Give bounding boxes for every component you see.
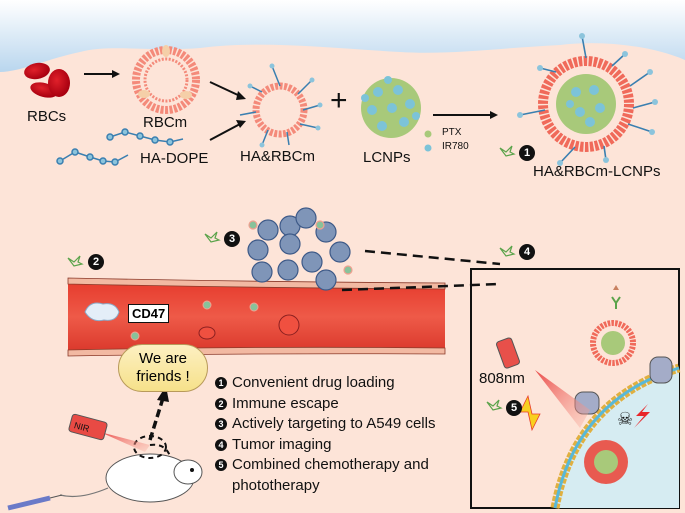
ha-dope-label: HA-DOPE xyxy=(140,150,209,167)
dove-icon xyxy=(67,145,516,411)
plus-sign: + xyxy=(330,84,348,117)
mouse-icon xyxy=(59,435,203,503)
nir-laser-icon xyxy=(496,337,520,369)
arrow-icon xyxy=(148,386,169,441)
feature-item-continued: phototherapy xyxy=(232,476,320,494)
rbcm-vesicle-icon xyxy=(132,45,200,114)
product-label: HA&RBCm-LCNPs xyxy=(533,163,661,180)
rbcs-icon xyxy=(24,62,70,98)
ha-rbcm-lcnps-icon xyxy=(517,33,658,166)
antibody-y-icon xyxy=(611,296,621,309)
red-blood-cell xyxy=(278,314,300,336)
tumor-cell-cluster xyxy=(247,207,353,291)
step-badge-2: 2 xyxy=(88,254,104,270)
arrow-icon xyxy=(84,70,120,78)
syringe-icon xyxy=(7,494,63,511)
ir780-legend-dot xyxy=(424,144,432,152)
cd47-flag: CD47 xyxy=(128,304,170,323)
ptx-legend-label: PTX xyxy=(442,127,462,138)
receptor-icon xyxy=(649,356,673,384)
arrow-icon xyxy=(209,81,246,100)
step-badge-3: 3 xyxy=(224,231,240,247)
tumor-panel-content: ☠ xyxy=(496,285,681,509)
lcnps-icon xyxy=(361,76,421,138)
step-badge-5: 5 xyxy=(506,400,522,416)
step-badge-1: 1 xyxy=(519,145,535,161)
lcnps-label: LCNPs xyxy=(363,149,411,166)
lightning-icon xyxy=(634,404,650,428)
ha-rbcm-label: HA&RBCm xyxy=(240,148,316,165)
nir-laser-icon xyxy=(68,413,108,441)
lightning-icon xyxy=(519,394,541,432)
macrophage-icon xyxy=(84,302,120,322)
arrow-icon xyxy=(209,120,246,141)
ptx-legend-dot xyxy=(424,130,432,138)
step-badge-4: 4 xyxy=(519,244,535,260)
arrow-icon xyxy=(433,111,498,119)
rbcm-label: RBCm xyxy=(143,114,188,131)
ir780-legend-label: IR780 xyxy=(442,141,469,152)
laser-beam xyxy=(100,432,150,452)
ha-dope-chain-icon xyxy=(56,128,184,166)
sky-band xyxy=(0,0,685,72)
wavelength-label: 808nm xyxy=(479,370,525,387)
red-blood-cell xyxy=(198,326,216,340)
targeting-nanoparticle xyxy=(590,320,636,366)
rbcs-label: RBCs xyxy=(27,108,67,125)
skull-icon: ☠ xyxy=(617,409,633,429)
dashed-zoom-lines xyxy=(341,249,501,292)
ha-rbcm-vesicle-icon xyxy=(239,63,323,148)
speech-bubble: We are friends ! xyxy=(118,344,208,392)
laser-beam xyxy=(535,370,590,428)
blood-vessel xyxy=(67,277,446,357)
